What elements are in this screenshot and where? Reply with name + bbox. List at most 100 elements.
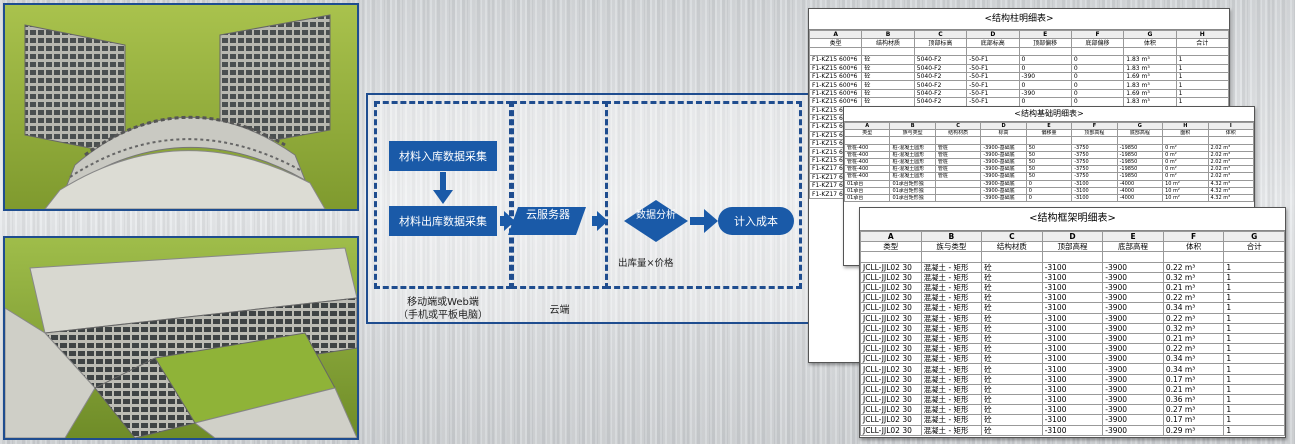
table-cell: 混凝土 - 矩形 <box>920 404 983 416</box>
table-cell: -3100 <box>1041 332 1104 345</box>
table-cell: 混凝土 - 矩形 <box>920 271 983 283</box>
table-cell: -3100 <box>1041 281 1104 294</box>
table-cell: 1 <box>1223 363 1285 375</box>
table-cell: 0.22 m³ <box>1162 261 1225 273</box>
table-cell: 0.22 m³ <box>1162 312 1225 324</box>
table-cell: 0.21 m³ <box>1162 281 1225 294</box>
table-cell: 2.02 m³ <box>1207 150 1254 159</box>
table-cell: 管桩-400 <box>844 165 891 174</box>
table-cell: F <box>1070 29 1125 40</box>
table-cell: JCLL-JJL02 30 <box>860 271 922 283</box>
table-cell: 混凝土 - 矩形 <box>920 281 983 294</box>
flow-shapes <box>433 172 794 242</box>
table-cell: 1 <box>1223 261 1285 273</box>
table-cell: 50 <box>1025 157 1073 167</box>
table-cell: 桩-混凝土圆形 <box>889 150 936 159</box>
table-cell: -4000 <box>1116 186 1164 195</box>
table-cell: -3900 <box>1102 373 1164 385</box>
table-cell: -50-F1 <box>966 97 1020 107</box>
table-cell: 砼 <box>981 404 1043 416</box>
table-cell: C <box>913 29 968 40</box>
spacer-cell <box>1175 46 1229 57</box>
table-cell: -3100 <box>1071 179 1118 188</box>
table-cell: 砼 <box>861 97 915 107</box>
table-cell: 管桩 <box>934 143 982 152</box>
table-cell: -3100 <box>1041 363 1104 375</box>
table-cell: 管桩 <box>934 165 982 174</box>
table-cell: -390 <box>1018 71 1072 82</box>
table-cell: 混凝土 - 矩形 <box>920 414 983 426</box>
table-cell: 混凝土 - 矩形 <box>920 393 983 406</box>
table-cell: 0 <box>1025 193 1073 203</box>
table-cell: JCLL-JJL02 30 <box>860 281 922 294</box>
table-cell: 顶部标高 <box>913 38 968 48</box>
table-cell: 管桩-400 <box>844 150 891 159</box>
table-cell: -3900-基础底 <box>980 157 1027 167</box>
table-cell: F1-KZ15 600*6 <box>809 71 863 82</box>
table-cell: -19850 <box>1116 150 1164 159</box>
curved-building-illustration <box>24 14 331 209</box>
right-arrow-icon <box>500 211 515 231</box>
table-cell: F <box>1162 230 1225 243</box>
table-cell: -50-F1 <box>966 80 1020 90</box>
table-cell: 0.17 m³ <box>1162 414 1225 426</box>
table-cell: G <box>1223 230 1285 243</box>
table-cell: D <box>980 121 1027 131</box>
table-cell: F1-KZ15 600*6 <box>809 55 863 65</box>
down-arrow-icon <box>433 190 453 204</box>
table-cell: 1.83 m³ <box>1123 97 1177 107</box>
table-cell: -3900 <box>1102 404 1164 416</box>
table-cell: 50 <box>1025 143 1073 152</box>
column-header-row: 类型族与类型结构材质标高偏移量顶部高程底部高程面积体积 <box>844 129 1254 138</box>
table-cell: -50-F1 <box>966 63 1020 73</box>
table-cell: -3100 <box>1041 424 1104 436</box>
table-cell: 砼 <box>981 393 1043 406</box>
schedule-title: <结构基础明细表> <box>844 107 1254 122</box>
table-cell: 10 m² <box>1162 179 1209 188</box>
column-header-row: 类型族与类型结构材质顶部高程底部高程体积合计 <box>860 241 1285 253</box>
table-cell: -50-F1 <box>966 88 1020 99</box>
table-cell: 2.02 m³ <box>1207 143 1254 152</box>
table-cell: -50-F1 <box>966 55 1020 65</box>
table-cell: 面积 <box>1162 129 1209 138</box>
table-cell: 0 m² <box>1162 143 1209 152</box>
table-cell: 混凝土 - 矩形 <box>920 332 983 345</box>
table-cell: -3900 <box>1102 332 1164 345</box>
table-cell: 底部高程 <box>1116 129 1164 138</box>
table-cell: 0 <box>1018 97 1072 107</box>
table-cell: 底部偏移 <box>1070 38 1125 48</box>
table-cell: 1 <box>1223 322 1285 334</box>
right-arrow-icon <box>704 209 718 233</box>
table-cell: -3750 <box>1071 172 1118 181</box>
table-cell: -3100 <box>1071 193 1118 203</box>
spacer-row <box>844 136 1254 145</box>
table-cell: 类型 <box>809 38 863 48</box>
table-cell: 类型 <box>860 241 922 253</box>
table-cell: 混凝土 - 矩形 <box>920 373 983 385</box>
right-arrow-icon <box>592 211 608 231</box>
table-cell: 1 <box>1223 414 1285 426</box>
data-analysis-diamond <box>624 200 688 242</box>
spacer-cell <box>934 136 982 145</box>
table-cell: 50 <box>1025 172 1073 181</box>
table-cell: 0 m² <box>1162 172 1209 181</box>
table-cell: 砼 <box>981 312 1043 324</box>
table-cell: -4000 <box>1116 193 1164 203</box>
table-cell: -3100 <box>1041 383 1104 396</box>
material-inbound-collection-node: 材料入库数据采集 <box>389 141 497 171</box>
table-cell: -3900 <box>1102 292 1164 304</box>
table-cell: 族与类型 <box>889 129 936 138</box>
table-cell: I <box>1207 121 1254 131</box>
